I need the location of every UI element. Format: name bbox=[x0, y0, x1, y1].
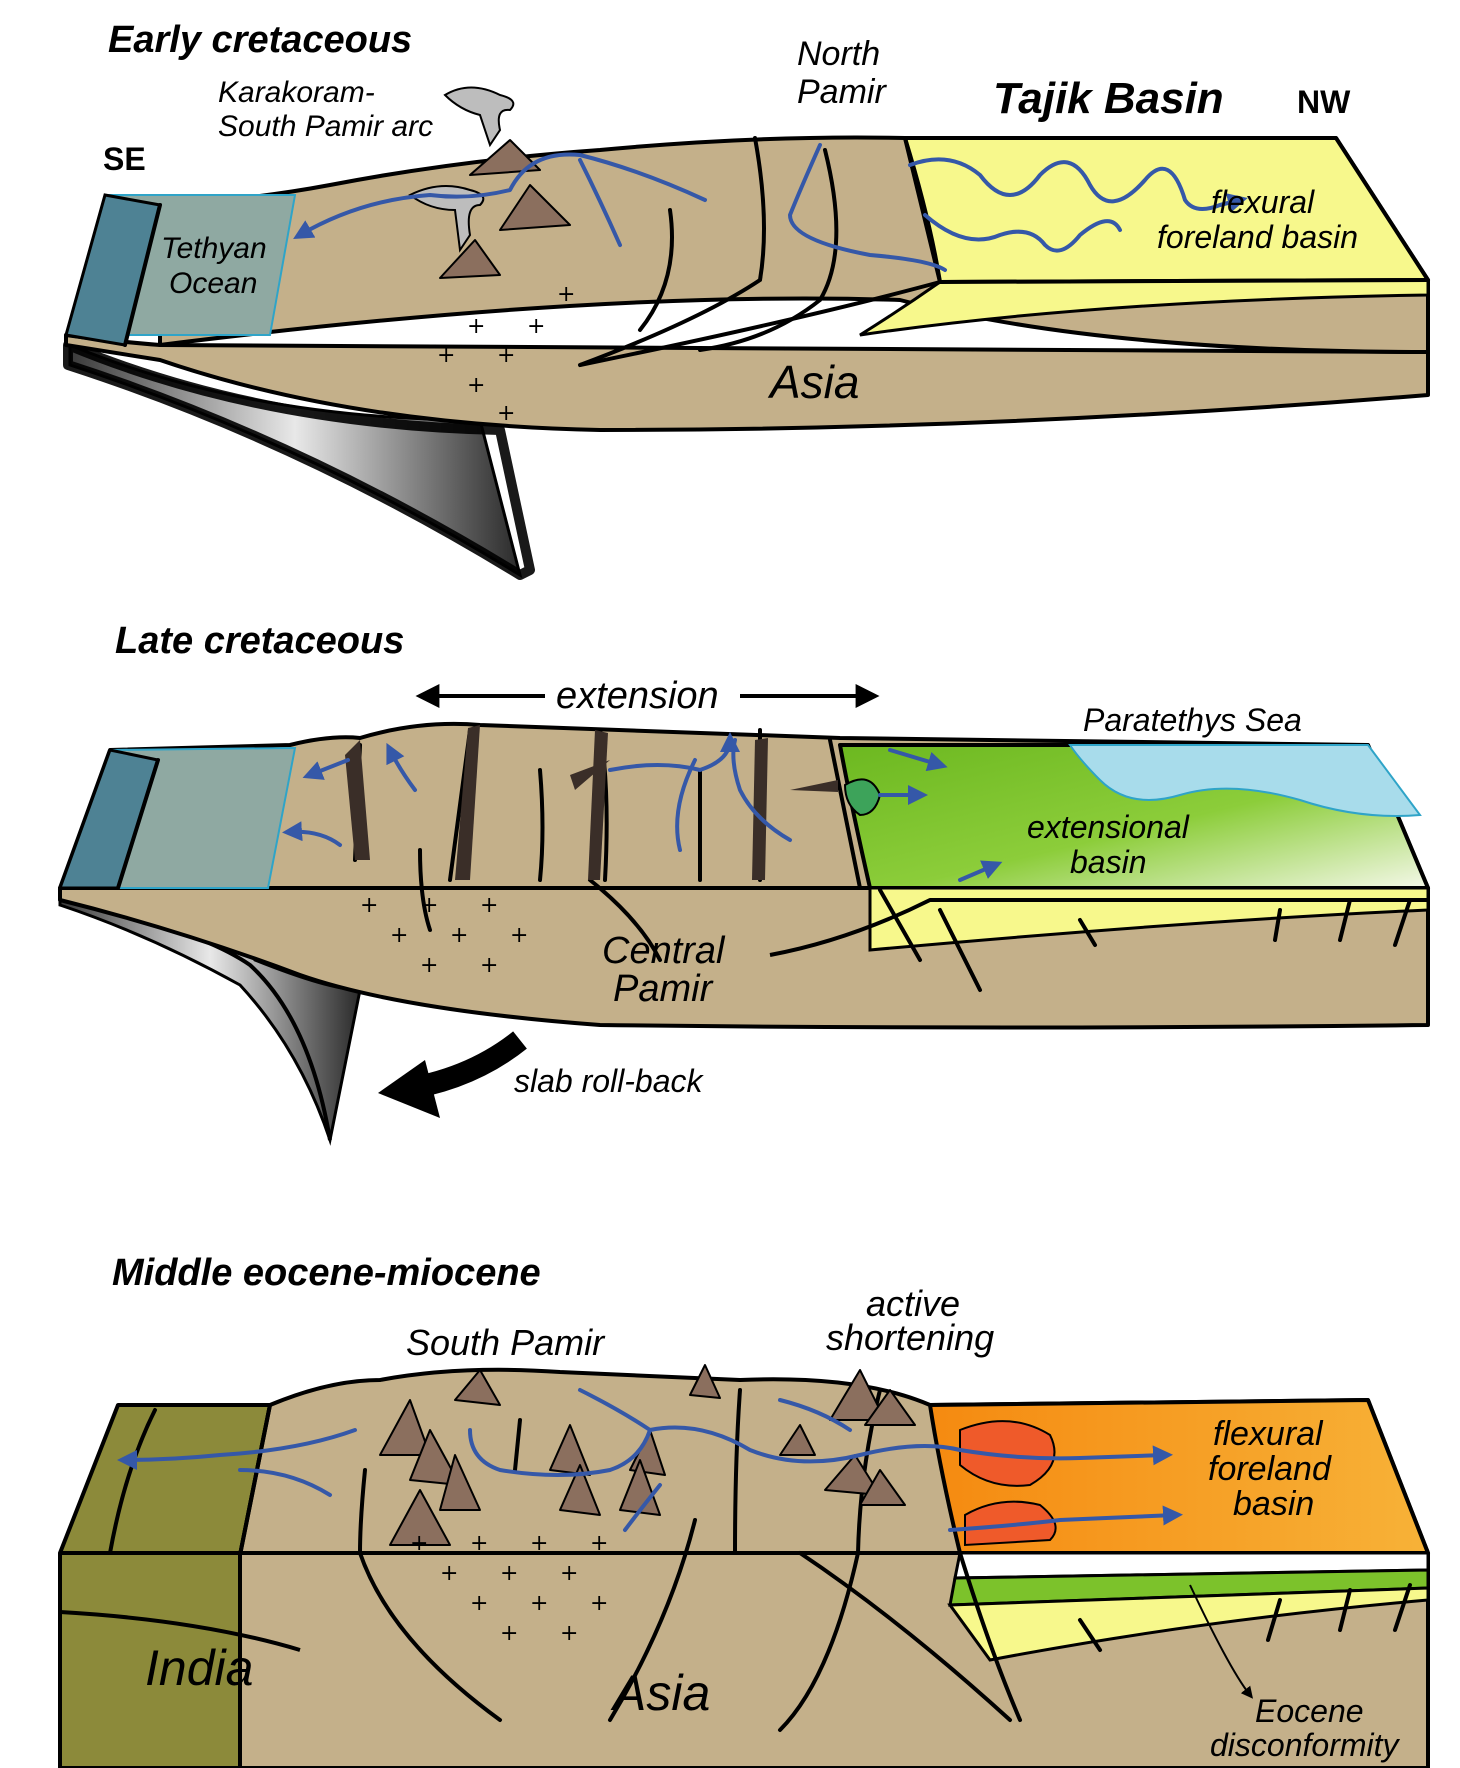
svg-text:+: + bbox=[390, 923, 408, 948]
svg-text:+: + bbox=[440, 1561, 458, 1586]
panel-late-cretaceous: + + + + + + + + Late cretaceous extension Par… bbox=[57, 620, 1430, 1146]
svg-text:+: + bbox=[480, 953, 498, 978]
eocene-line1: Eocene bbox=[1255, 1693, 1364, 1729]
foreland-line2: foreland bbox=[1208, 1450, 1332, 1488]
paratethys-sea bbox=[1068, 744, 1422, 817]
nw-label: NW bbox=[1297, 84, 1351, 120]
svg-text:+: + bbox=[480, 893, 498, 918]
river bbox=[293, 152, 707, 240]
paratethys-label: Paratethys Sea bbox=[1083, 702, 1302, 738]
volcano bbox=[439, 239, 501, 279]
svg-text:+: + bbox=[497, 401, 515, 426]
foreland-line3: basin bbox=[1233, 1485, 1314, 1523]
svg-text:+: + bbox=[530, 1531, 548, 1556]
svg-text:+: + bbox=[590, 1531, 608, 1556]
eocene-line2: disconformity bbox=[1210, 1727, 1401, 1763]
slab-rollback-arrow bbox=[378, 1060, 440, 1118]
extensional-line1: extensional bbox=[1027, 809, 1190, 845]
svg-text:+: + bbox=[437, 343, 455, 368]
svg-text:+: + bbox=[530, 1591, 548, 1616]
south-pamir-label: South Pamir bbox=[406, 1322, 606, 1363]
panel-title: Early cretaceous bbox=[108, 19, 412, 61]
north-pamir-line1: North bbox=[797, 35, 880, 73]
river bbox=[908, 157, 1248, 213]
volcanic-plume bbox=[443, 86, 515, 148]
svg-text:+: + bbox=[467, 314, 485, 339]
arc-label-line2: South Pamir arc bbox=[218, 110, 433, 143]
india-label: India bbox=[145, 1640, 253, 1696]
volcano bbox=[469, 139, 541, 176]
arc-label-line1: Karakoram- bbox=[218, 76, 375, 109]
panel-title: Late cretaceous bbox=[115, 620, 404, 662]
tajik-basin-label: Tajik Basin bbox=[993, 74, 1224, 123]
svg-text:+: + bbox=[420, 893, 438, 918]
extension-label: extension bbox=[556, 675, 719, 717]
panel-early-cretaceous: + + + + + + + Early cretaceous Karakoram- S… bbox=[63, 19, 1430, 580]
foreland-line1: flexural bbox=[1213, 1415, 1324, 1453]
foreland-basin-top bbox=[903, 136, 1430, 284]
active-shortening-line1: active bbox=[866, 1283, 960, 1324]
north-pamir-line2: Pamir bbox=[797, 73, 887, 111]
central-pamir-line1: Central bbox=[602, 930, 726, 972]
extensional-line2: basin bbox=[1070, 844, 1147, 880]
se-label: SE bbox=[103, 141, 146, 177]
basin-sediment bbox=[868, 886, 1430, 952]
asia-label: Asia bbox=[767, 356, 859, 408]
svg-text:+: + bbox=[467, 373, 485, 398]
tethyan-line1: Tethyan bbox=[161, 232, 267, 265]
volcano bbox=[499, 184, 571, 231]
panel-middle-eocene-miocene: + + + + + + + + + + + + Middle eocene-miocene So… bbox=[58, 1252, 1430, 1768]
central-pamir-line2: Pamir bbox=[613, 968, 714, 1010]
svg-text:+: + bbox=[560, 1561, 578, 1586]
svg-text:+: + bbox=[450, 923, 468, 948]
svg-text:+: + bbox=[500, 1621, 518, 1646]
svg-text:+: + bbox=[360, 893, 378, 918]
alluvial-fan bbox=[959, 1420, 1056, 1487]
svg-text:+: + bbox=[500, 1561, 518, 1586]
svg-text:+: + bbox=[470, 1531, 488, 1556]
svg-text:+: + bbox=[510, 923, 528, 948]
slab-rollback-label: slab roll-back bbox=[514, 1063, 705, 1099]
svg-text:+: + bbox=[560, 1621, 578, 1646]
foreland-basin-fill bbox=[859, 278, 1430, 337]
svg-text:+: + bbox=[497, 343, 515, 368]
foreland-line2: foreland basin bbox=[1157, 219, 1358, 255]
volcanic-plume bbox=[408, 185, 485, 253]
active-shortening-line2: shortening bbox=[826, 1317, 994, 1358]
foreland-line1: flexural bbox=[1211, 184, 1315, 220]
svg-text:+: + bbox=[590, 1591, 608, 1616]
svg-text:+: + bbox=[420, 953, 438, 978]
tethyan-line2: Ocean bbox=[169, 267, 257, 300]
panel-title: Middle eocene-miocene bbox=[112, 1252, 541, 1294]
svg-text:+: + bbox=[557, 282, 575, 307]
svg-text:+: + bbox=[527, 314, 545, 339]
svg-text:+: + bbox=[410, 1531, 428, 1556]
asia-label: Asia bbox=[610, 1665, 710, 1721]
svg-text:+: + bbox=[470, 1591, 488, 1616]
